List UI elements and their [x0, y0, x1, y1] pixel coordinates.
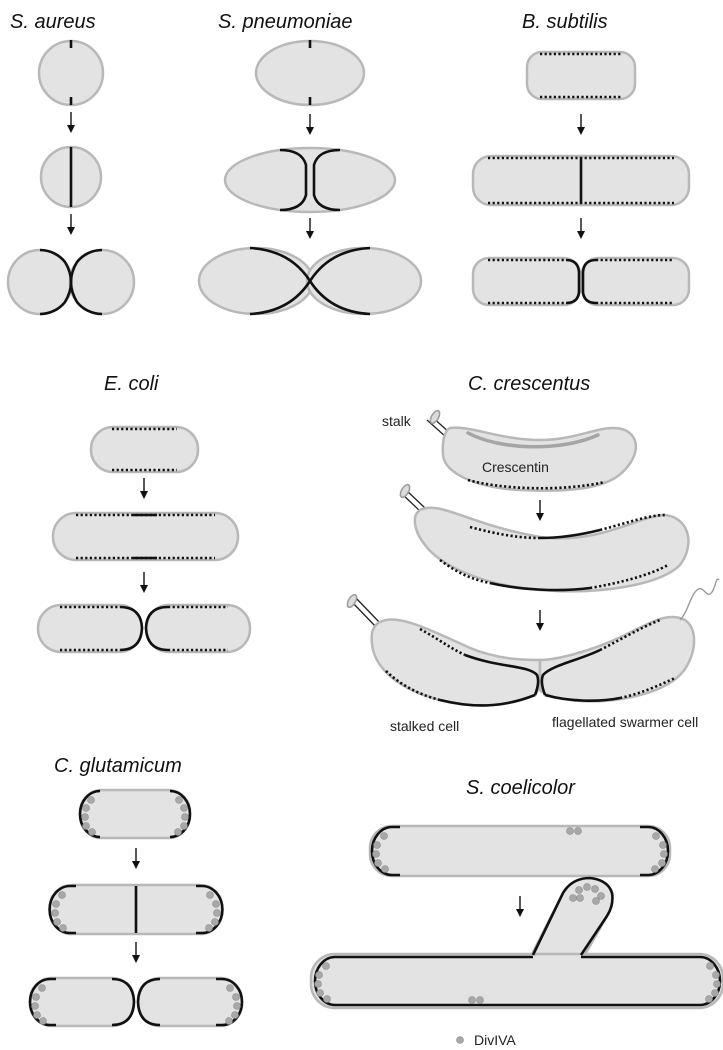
c-crescentus-stage-1: Crescentin [427, 409, 636, 490]
legend: DivIVA [457, 1032, 517, 1048]
b-subtilis-arrow-2 [577, 218, 585, 239]
s-pneumoniae-stage-3 [199, 248, 421, 314]
s-pneumoniae-title: S. pneumoniae [218, 11, 353, 33]
c-glutamicum-stage-2 [50, 885, 223, 934]
e-coli-panel: E. coli [38, 373, 250, 652]
b-subtilis-stage-1 [527, 52, 635, 99]
s-pneumoniae-panel: S. pneumoniae [199, 11, 421, 314]
c-glutamicum-panel: C. glutamicum [30, 755, 242, 1026]
c-crescentus-panel: C. crescentus stalk Crescentin [345, 373, 719, 734]
s-aureus-stage-1 [39, 40, 103, 105]
c-glutamicum-arrow-2 [132, 942, 140, 963]
s-coelicolor-title: S. coelicolor [466, 777, 576, 799]
s-coelicolor-stage-1 [370, 826, 670, 876]
flagellum [680, 579, 719, 620]
s-aureus-title: S. aureus [10, 11, 96, 33]
s-aureus-arrow-1 [67, 112, 75, 133]
e-coli-arrow-1 [140, 478, 148, 499]
e-coli-arrow-2 [140, 572, 148, 593]
s-coelicolor-panel: S. coelicolor [311, 777, 723, 1008]
c-glutamicum-arrow-1 [132, 848, 140, 869]
e-coli-stage-2 [53, 513, 238, 560]
stalk-label: stalk [382, 413, 412, 429]
s-pneumoniae-stage-1 [256, 40, 364, 105]
e-coli-stage-3 [38, 605, 250, 652]
swarmer-cell-label: flagellated swarmer cell [552, 714, 698, 730]
b-subtilis-title: B. subtilis [522, 11, 608, 33]
c-crescentus-stage-2 [398, 483, 688, 591]
c-crescentus-arrow-1 [536, 500, 544, 521]
s-aureus-stage-2 [41, 147, 101, 207]
b-subtilis-arrow-1 [577, 114, 585, 135]
holdfast-icon [428, 409, 441, 425]
s-pneumoniae-arrow-2 [306, 218, 314, 239]
b-subtilis-stage-2 [473, 156, 689, 205]
e-coli-title: E. coli [104, 373, 159, 395]
c-crescentus-arrow-2 [536, 610, 544, 631]
s-coelicolor-stage-2 [311, 878, 723, 1008]
s-coelicolor-arrow [516, 896, 524, 917]
e-coli-stage-1 [91, 427, 198, 472]
b-subtilis-panel: B. subtilis [473, 11, 689, 305]
c-glutamicum-title: C. glutamicum [54, 755, 182, 777]
s-pneumoniae-arrow-1 [306, 114, 314, 135]
c-crescentus-stage-3 [345, 579, 719, 705]
divIVA-dot-icon [457, 1037, 464, 1044]
crescentin-label: Crescentin [482, 459, 549, 475]
legend-divIVA-label: DivIVA [474, 1032, 516, 1048]
s-pneumoniae-stage-2 [225, 148, 395, 212]
c-glutamicum-stage-1 [80, 790, 190, 838]
c-glutamicum-stage-3 [30, 978, 242, 1026]
b-subtilis-stage-3 [473, 258, 689, 305]
c-crescentus-title: C. crescentus [468, 373, 590, 395]
s-aureus-panel: S. aureus [8, 11, 134, 314]
s-aureus-arrow-2 [67, 214, 75, 235]
s-aureus-stage-3 [8, 250, 134, 314]
stalked-cell-label: stalked cell [390, 718, 459, 734]
